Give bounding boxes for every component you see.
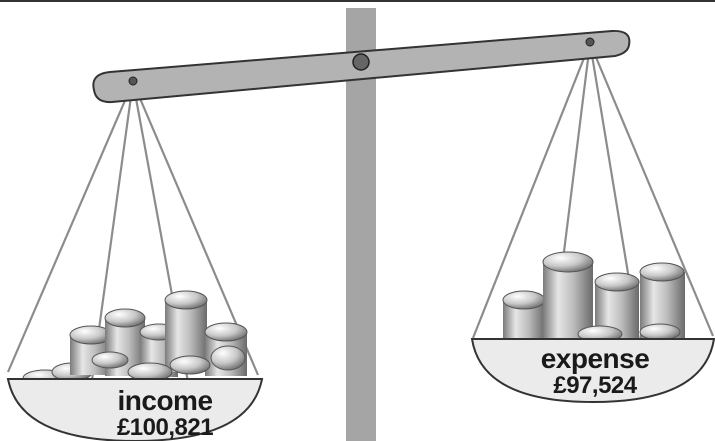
income-label: income bbox=[117, 385, 213, 416]
right-coin-pile-icon bbox=[502, 251, 685, 343]
income-value: £100,821 bbox=[116, 414, 214, 441]
right-hook-icon bbox=[585, 37, 595, 47]
left-hook-icon bbox=[128, 76, 138, 86]
top-border bbox=[0, 0, 715, 2]
expense-label: expense bbox=[540, 343, 650, 374]
right-pan bbox=[470, 338, 715, 404]
pivot-icon bbox=[352, 53, 370, 71]
left-coin-pile-icon bbox=[22, 290, 248, 387]
expense-value: £97,524 bbox=[553, 372, 637, 399]
